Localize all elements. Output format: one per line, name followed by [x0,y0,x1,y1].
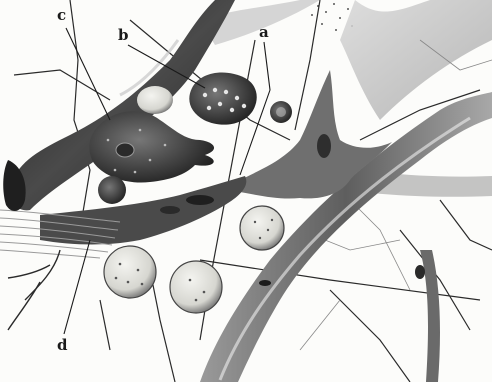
leader-d [64,240,90,334]
dark-round-cell [98,176,126,204]
round-cell-1 [240,206,284,250]
mast-cell-b [89,111,214,182]
pale-cell [137,86,173,114]
granular-cell-top [189,73,256,125]
label-c: c [57,8,66,23]
fibroblast-a-nucleus [317,134,331,158]
elongated-cell-bundle [40,176,246,245]
label-a: a [259,25,269,40]
leader-c [66,28,110,120]
round-cell-2 [104,246,156,298]
round-cell-3 [170,261,222,313]
label-d: d [57,338,68,353]
branching-fiber-d [8,250,60,330]
label-b: b [118,28,129,43]
